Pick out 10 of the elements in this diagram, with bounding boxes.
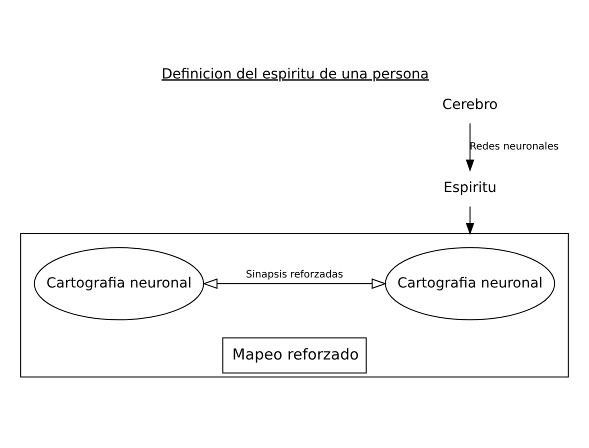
arrow bbox=[466, 122, 474, 172]
edge-label: Redes neuronales bbox=[470, 140, 559, 152]
diagram-title: Definicion del espiritu de una persona bbox=[162, 66, 429, 82]
arrow bbox=[202, 278, 387, 288]
node-text: Cerebro bbox=[442, 96, 498, 112]
arrow bbox=[466, 206, 474, 235]
node-ellipse: Cartografia neuronal bbox=[34, 246, 204, 320]
node-ellipse: Cartografia neuronal bbox=[384, 246, 556, 320]
node-text: Espiritu bbox=[444, 180, 497, 196]
edge-label: Sinapsis reforzadas bbox=[246, 269, 344, 280]
